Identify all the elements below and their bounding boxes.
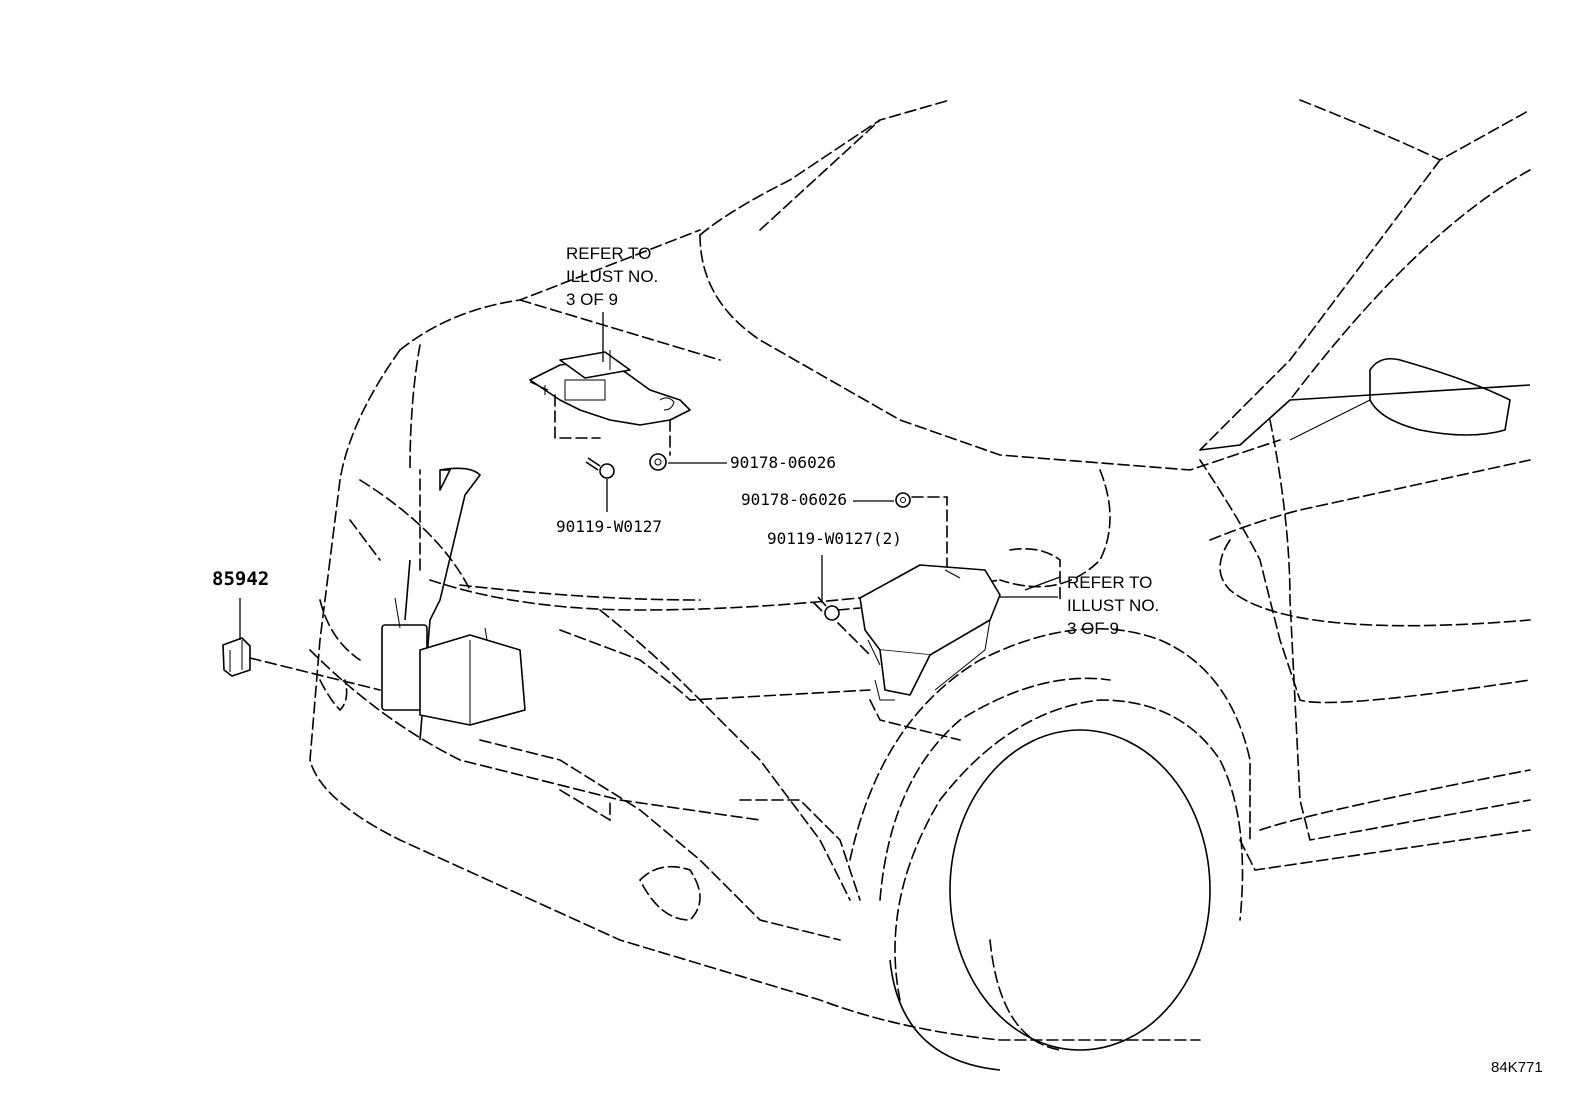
clip-icon <box>222 637 251 677</box>
refer-to-illustration-label-right: REFER TO ILLUST NO. 3 OF 9 <box>1067 573 1160 638</box>
nut-icon <box>649 453 667 471</box>
illustration-code: 84K771 <box>1491 1059 1543 1076</box>
fastener-icons <box>222 453 911 677</box>
part-number-85942[interactable]: 85942 <box>212 568 270 590</box>
relay-box-right <box>859 564 1001 701</box>
nut-icon <box>895 492 911 508</box>
leader-lines <box>239 312 1061 691</box>
part-number-bolt-right[interactable]: 90119-W0127(2) <box>767 529 902 548</box>
part-number-nut-top[interactable]: 90178-06026 <box>730 453 836 472</box>
vehicle-body-outline <box>309 99 1531 1071</box>
bolt-icon <box>585 457 615 479</box>
sensor-module-top <box>529 350 691 426</box>
part-number-nut-right[interactable]: 90178-06026 <box>741 490 847 509</box>
refer-to-illustration-label-top: REFER TO ILLUST NO. 3 OF 9 <box>566 244 659 309</box>
horn-and-washer-bracket <box>381 467 526 741</box>
part-number-bolt-top[interactable]: 90119-W0127 <box>556 517 662 536</box>
